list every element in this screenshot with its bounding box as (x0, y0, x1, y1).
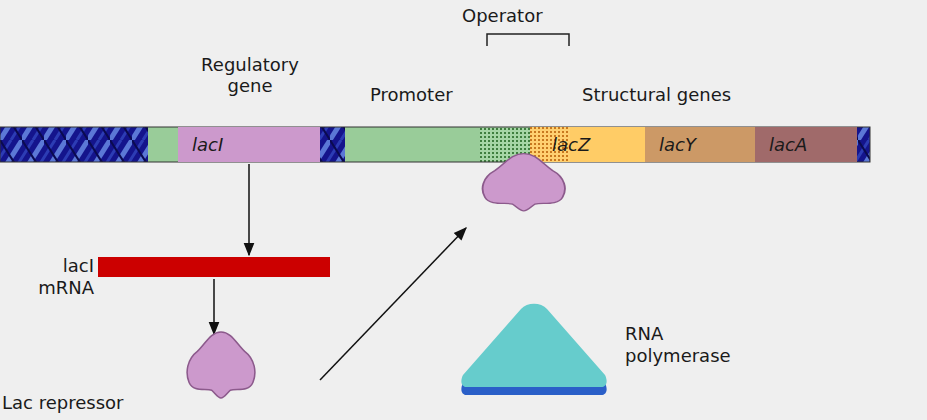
structural-gene-box: lacZ (530, 127, 645, 162)
shape-label: Lac repressor (2, 392, 172, 414)
region-label: Operator (462, 5, 572, 26)
structural-gene-box: lacA (755, 127, 857, 162)
shape-label: lacI mRNA (2, 255, 94, 299)
gene-name: lacZ (552, 134, 590, 156)
flow-arrow (213, 279, 215, 334)
region-label: Regulatory gene (186, 54, 314, 96)
repressor-protein: Lac repressor (185, 330, 257, 400)
gene-name: lacI (192, 134, 223, 156)
rna-polymerase-shape: RNA polymerase (459, 303, 609, 398)
bound-repressor (483, 154, 565, 211)
gene-name: lacA (769, 134, 807, 156)
node-outline (459, 303, 609, 398)
region-label: Promoter (370, 84, 480, 105)
operator-bracket (487, 34, 569, 46)
gene-name: lacY (659, 134, 696, 156)
mrna-bar: lacI mRNA (98, 257, 330, 277)
region-label: Structural genes (582, 84, 752, 105)
regulatory-gene-box: lacI (178, 127, 320, 162)
shape-label: RNA polymerase (625, 323, 735, 367)
node-outline (185, 330, 257, 400)
binding-arrow (320, 228, 466, 380)
flow-arrow (248, 164, 250, 255)
dna-bar (0, 127, 870, 162)
structural-gene-box: lacY (645, 127, 755, 162)
